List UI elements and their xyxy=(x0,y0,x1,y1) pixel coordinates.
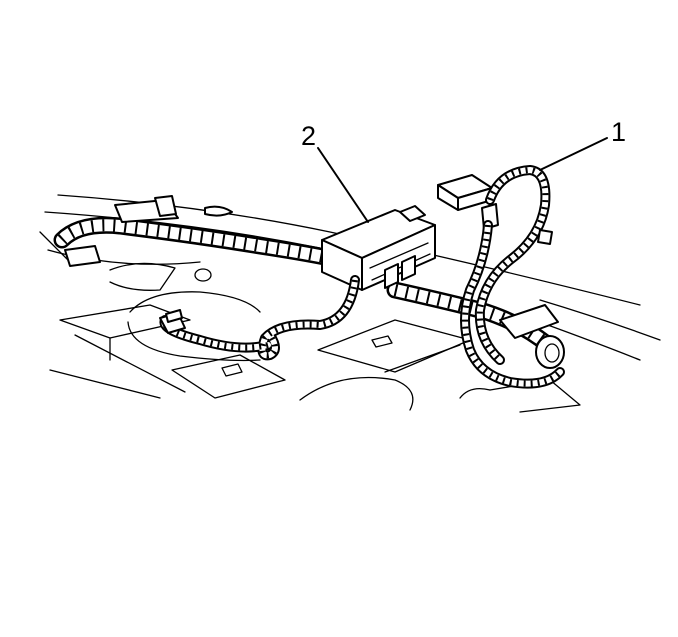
floor-panel-outline xyxy=(39,194,661,413)
looping-wire xyxy=(460,165,565,389)
connector-block xyxy=(437,174,499,230)
lower-wire-loop xyxy=(127,275,360,362)
main-harness xyxy=(53,195,339,267)
callout-label-1: 1 xyxy=(611,117,626,147)
leader-line-2 xyxy=(317,147,369,223)
leader-line-1 xyxy=(539,137,608,171)
callout-label-2: 2 xyxy=(301,121,316,151)
module-component xyxy=(321,205,436,291)
